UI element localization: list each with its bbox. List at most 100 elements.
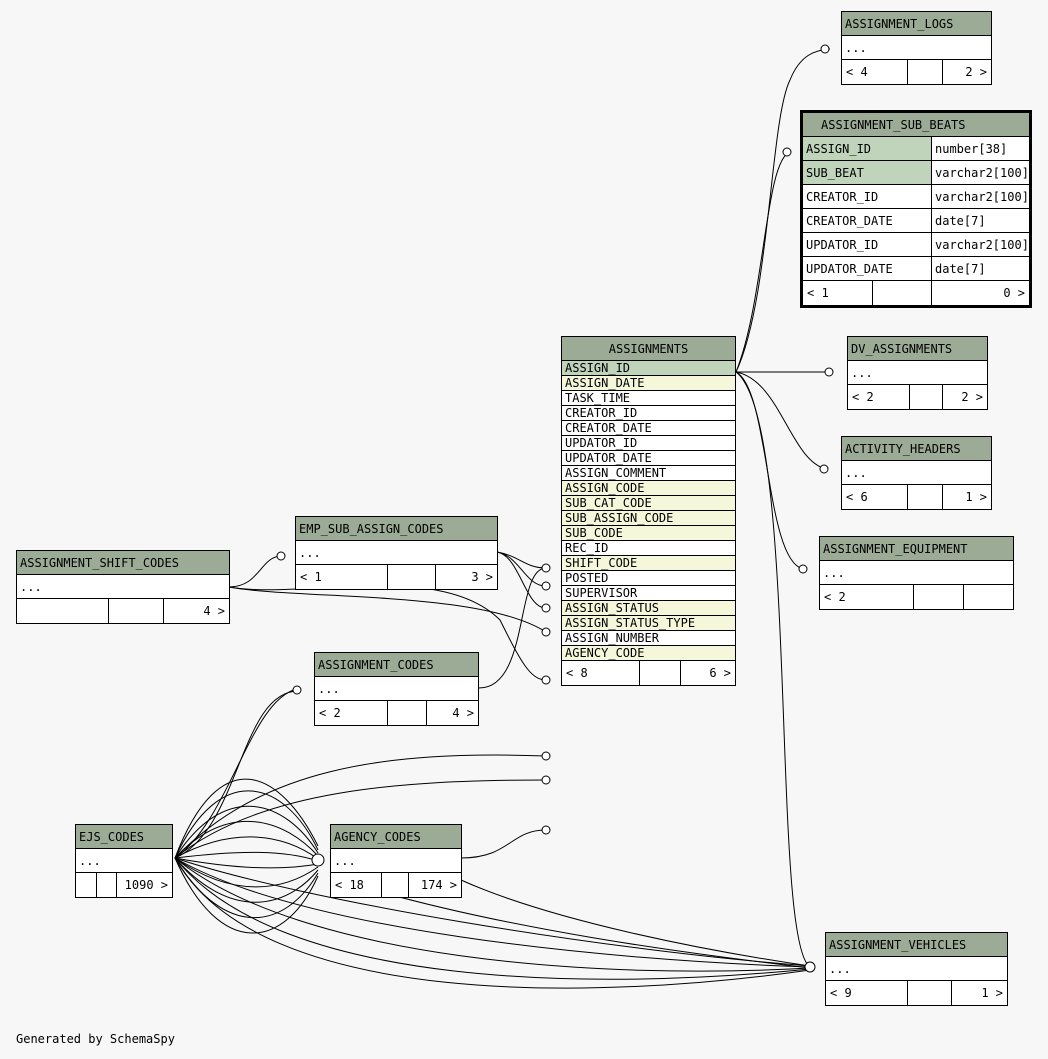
generated-by-label: Generated by SchemaSpy — [16, 1032, 175, 1046]
children-count[interactable]: 1090 > — [124, 878, 168, 892]
table-title: ASSIGNMENT_VEHICLES — [826, 933, 1007, 957]
table-footer: < 6 1 > — [842, 485, 991, 509]
parents-count[interactable] — [17, 599, 109, 623]
column-sub-assign-code[interactable]: SUB_ASSIGN_CODE — [562, 511, 735, 526]
table-footer: < 8 6 > — [562, 661, 735, 685]
parents-count[interactable]: < 2 — [315, 701, 388, 725]
edge-emp-to-sub-assign-code — [496, 551, 547, 609]
columns-ellipsis: ... — [842, 461, 991, 485]
table-footer: < 9 1 > — [826, 981, 1007, 1005]
column-sub-cat-code[interactable]: SUB_CAT_CODE — [562, 496, 735, 511]
column-updator-id[interactable]: UPDATOR_ID — [562, 436, 735, 451]
table-title: EJS_CODES — [76, 825, 172, 849]
column-assign-status[interactable]: ASSIGN_STATUS — [562, 601, 735, 616]
columns-ellipsis: ... — [296, 541, 497, 565]
edge-shift-to-emp — [228, 555, 283, 588]
table-assignment-shift-codes[interactable]: ASSIGNMENT_SHIFT_CODES ... 4 > — [16, 550, 230, 624]
column-creator-id[interactable]: CREATOR_ID — [562, 406, 735, 421]
parents-count[interactable]: < 8 — [562, 661, 640, 685]
column-assign-number[interactable]: ASSIGN_NUMBER — [562, 631, 735, 646]
children-count[interactable]: 4 > — [203, 604, 225, 618]
children-count[interactable]: 1 > — [981, 986, 1003, 1000]
table-title: ASSIGNMENT_LOGS — [842, 12, 991, 36]
edge-agency-to-agency-code — [460, 829, 547, 859]
column-assign-date[interactable]: ASSIGN_DATE — [562, 376, 735, 391]
children-count[interactable]: 2 > — [961, 390, 983, 404]
children-count[interactable]: 3 > — [471, 570, 493, 584]
column-assign-status-type[interactable]: ASSIGN_STATUS_TYPE — [562, 616, 735, 631]
columns-ellipsis: ... — [315, 677, 478, 701]
table-emp-sub-assign-codes[interactable]: EMP_SUB_ASSIGN_CODES ... < 1 3 > — [295, 516, 498, 590]
children-count[interactable]: 0 > — [1003, 286, 1025, 300]
column-sub-code[interactable]: SUB_CODE — [562, 526, 735, 541]
edge-assignments-activity — [735, 371, 827, 470]
table-title: EMP_SUB_ASSIGN_CODES — [296, 517, 497, 541]
column-posted[interactable]: POSTED — [562, 571, 735, 586]
edge-assigncodes-to-assign-code — [478, 567, 547, 689]
column-updator-date[interactable]: UPDATOR_DATE — [562, 451, 735, 466]
table-assignment-codes[interactable]: ASSIGNMENT_CODES ... < 2 4 > — [314, 652, 479, 726]
columns-ellipsis: ... — [848, 361, 987, 385]
table-title: ACTIVITY_HEADERS — [842, 437, 991, 461]
column-assign-id[interactable]: ASSIGN_ID — [562, 361, 735, 376]
columns-ellipsis: ... — [76, 849, 172, 873]
column-agency-code[interactable]: AGENCY_CODE — [562, 646, 735, 661]
table-title: ASSIGNMENT_EQUIPMENT — [820, 537, 1013, 561]
parents-count[interactable]: < 6 — [842, 485, 908, 509]
table-title: AGENCY_CODES — [331, 825, 461, 849]
edge-ejs-to-assigncodes-1 — [174, 688, 298, 859]
columns-ellipsis: ... — [842, 36, 991, 60]
parents-count[interactable]: < 2 — [848, 385, 910, 409]
edge-shift-to-subcode — [228, 586, 547, 633]
table-title: ASSIGNMENTS — [562, 337, 735, 361]
table-assignment-equipment[interactable]: ASSIGNMENT_EQUIPMENT ... < 2 — [819, 536, 1014, 610]
column-rec-id[interactable]: REC_ID — [562, 541, 735, 556]
table-footer: < 2 — [820, 585, 1013, 609]
children-count[interactable]: 6 > — [709, 666, 731, 680]
column-assign-comment[interactable]: ASSIGN_COMMENT — [562, 466, 735, 481]
parents-count[interactable]: < 1 — [803, 281, 873, 305]
column-supervisor[interactable]: SUPERVISOR — [562, 586, 735, 601]
edge-ejs-to-status-type — [174, 779, 547, 859]
edge-assignments-equipment — [735, 371, 804, 570]
column-creator-date[interactable]: CREATOR_DATE — [562, 421, 735, 436]
children-count[interactable] — [964, 585, 1013, 609]
table-footer: < 4 2 > — [842, 60, 991, 84]
table-assignments[interactable]: ASSIGNMENTS ASSIGN_ID ASSIGN_DATE TASK_T… — [561, 336, 736, 686]
children-count[interactable]: 174 > — [420, 878, 457, 892]
parents-count[interactable] — [76, 873, 97, 897]
children-count[interactable]: 1 > — [965, 490, 987, 504]
table-footer: < 1 0 > — [803, 281, 1029, 305]
table-assignment-vehicles[interactable]: ASSIGNMENT_VEHICLES ... < 9 1 > — [825, 932, 1008, 1006]
columns-ellipsis: ... — [820, 561, 1013, 585]
parents-count[interactable]: < 9 — [826, 981, 908, 1005]
table-title: ASSIGNMENT_CODES — [315, 653, 478, 677]
table-footer: 1090 > — [76, 873, 172, 897]
column-shift-code[interactable]: SHIFT_CODE — [562, 556, 735, 571]
table-title: ASSIGNMENT_SHIFT_CODES — [17, 551, 229, 575]
table-agency-codes[interactable]: AGENCY_CODES ... < 18 174 > — [330, 824, 462, 898]
edge-assignments-logs — [735, 48, 831, 373]
table-title: ASSIGNMENT_SUB_BEATS — [803, 113, 1029, 137]
table-assignment-logs[interactable]: ASSIGNMENT_LOGS ... < 4 2 > — [841, 11, 992, 85]
children-count[interactable]: 2 > — [965, 65, 987, 79]
table-activity-headers[interactable]: ACTIVITY_HEADERS ... < 6 1 > — [841, 436, 992, 510]
table-ejs-codes[interactable]: EJS_CODES ... 1090 > — [75, 824, 173, 898]
table-title: DV_ASSIGNMENTS — [848, 337, 987, 361]
column-assign-code[interactable]: ASSIGN_CODE — [562, 481, 735, 496]
column-task-time[interactable]: TASK_TIME — [562, 391, 735, 406]
parents-count[interactable]: < 2 — [820, 585, 914, 609]
parents-count[interactable]: < 18 — [331, 873, 382, 897]
children-count[interactable]: 4 > — [452, 706, 474, 720]
table-dv-assignments[interactable]: DV_ASSIGNMENTS ... < 2 2 > — [847, 336, 988, 410]
parents-count[interactable]: < 4 — [842, 60, 908, 84]
columns-ellipsis: ... — [17, 575, 229, 599]
parents-count[interactable]: < 1 — [296, 565, 388, 589]
